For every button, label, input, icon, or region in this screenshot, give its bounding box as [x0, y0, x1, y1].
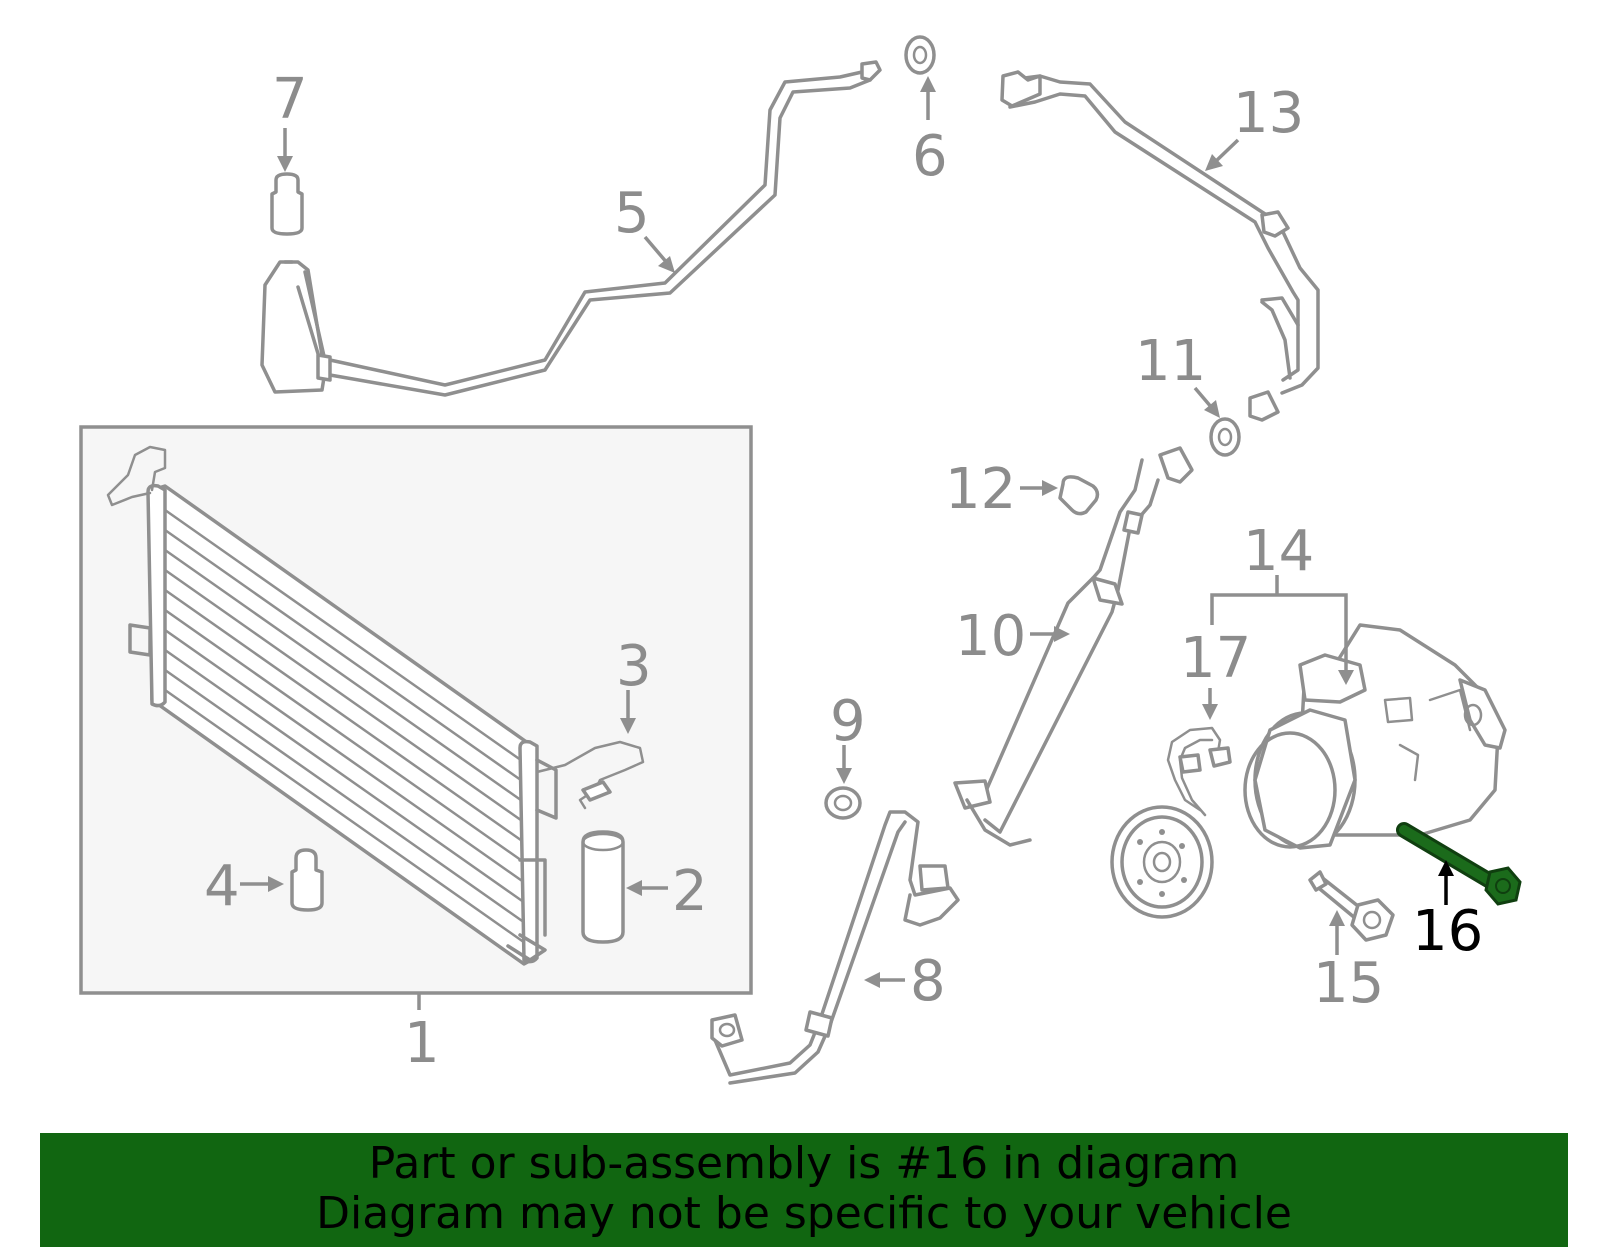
suction-hose-8	[710, 810, 960, 1085]
condenser-core	[106, 445, 645, 966]
receiver-drier	[581, 830, 625, 944]
callout-10: 10	[955, 604, 1026, 669]
callout-2: 2	[672, 859, 708, 924]
footer-disclaimer: Diagram may not be specific to your vehi…	[316, 1188, 1292, 1239]
callout-8: 8	[910, 949, 946, 1014]
pressure-switch-7	[270, 172, 304, 236]
callout-11: 11	[1135, 329, 1206, 394]
callout-labels: 1 2 3 4 5 6 7 8 9 10 11 12 13 14 15 16 1…	[204, 67, 1483, 1076]
compressor-14	[1243, 623, 1507, 850]
callout-17: 17	[1180, 626, 1251, 691]
callout-5: 5	[614, 181, 650, 246]
connector-3	[581, 780, 612, 802]
callout-7: 7	[272, 67, 308, 132]
bolt-15	[1308, 870, 1395, 942]
bolt-16-highlighted	[1396, 822, 1522, 906]
filter-plug-4	[290, 848, 324, 912]
callout-leaders	[240, 76, 1454, 988]
callout-15: 15	[1313, 951, 1384, 1016]
callout-12: 12	[945, 457, 1016, 522]
callout-13: 13	[1233, 81, 1304, 146]
footer-banner: Part or sub-assembly is #16 in diagram D…	[40, 1133, 1568, 1247]
ac-line-13	[1000, 70, 1320, 422]
o-ring-11	[1209, 417, 1241, 457]
callout-6: 6	[912, 124, 948, 189]
callout-9: 9	[830, 689, 866, 754]
callout-1: 1	[404, 1011, 440, 1076]
callout-14: 14	[1243, 519, 1314, 584]
switch-12	[1058, 475, 1100, 516]
discharge-hose-10	[953, 446, 1194, 847]
o-ring-6	[904, 35, 936, 75]
ac-line-5	[260, 60, 882, 397]
callout-16: 16	[1412, 899, 1483, 964]
o-ring-9	[824, 786, 862, 820]
callout-4: 4	[204, 854, 240, 919]
clutch-17	[1110, 726, 1232, 919]
callout-14-bracket	[1210, 575, 1354, 685]
footer-part-note: Part or sub-assembly is #16 in diagram	[368, 1138, 1240, 1189]
callout-3: 3	[616, 634, 652, 699]
